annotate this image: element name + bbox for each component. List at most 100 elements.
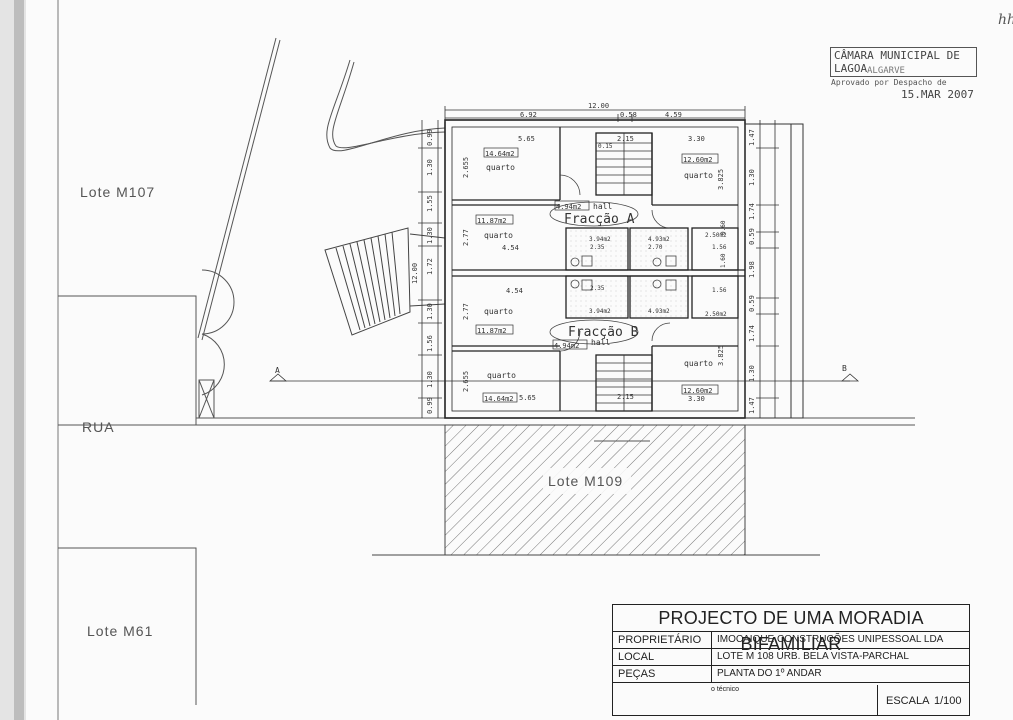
location-key: LOCAL: [618, 651, 655, 663]
fraction-a-bath3: 2.50m2: [705, 232, 727, 239]
pieces-row: PEÇAS PLANTA DO 1º ANDAR: [613, 666, 969, 683]
fraction-a-title: Fracção A: [564, 212, 635, 227]
fraction-b-bath3: 2.50m2: [705, 311, 727, 318]
fraction-a-room2-area: 12.60m2: [683, 156, 713, 164]
fraction-a-room1: quarto: [486, 163, 515, 172]
lot-m61-label: Lote M61: [87, 623, 153, 639]
stamp-line3: Aprovado por Despacho de: [831, 78, 947, 87]
fraction-a-d015: 0.15: [598, 143, 613, 150]
fraction-b-room3-area: 11.87m2: [477, 327, 507, 335]
dim-right-2: 3.825: [717, 169, 725, 190]
dim-right-6: 0.59: [748, 295, 756, 312]
dim-left-8: 1.56: [426, 335, 434, 352]
dim-right-0: 1.47: [748, 129, 756, 146]
lot-m109-label: Lote M109: [548, 473, 623, 489]
dim-left-4: 1.30: [426, 227, 434, 244]
fraction-b-bath2: 4.93m2: [648, 308, 670, 315]
fraction-b-room3: quarto: [484, 307, 513, 316]
dim-right-4: 0.59: [748, 228, 756, 245]
fraction-a-hall: hall: [593, 202, 612, 211]
fraction-b-room3-w: 4.54: [506, 287, 523, 295]
rua-label: RUA: [82, 419, 115, 435]
fraction-a-bath-w3: 1.56: [712, 244, 727, 251]
dim-left-0: 0.99: [426, 129, 434, 146]
location-value: LOTE M 108 URB. BELA VISTA-PARCHAL: [717, 651, 909, 662]
dim-right-10: 1.47: [748, 397, 756, 414]
fraction-a-room1-area: 14.64m2: [485, 150, 515, 158]
fraction-a-room2-w: 3.30: [688, 135, 705, 143]
fraction-a-labels: Fracção A 4.94m2 hall 14.64m2 quarto 5.6…: [462, 135, 727, 268]
handwritten-initial: hh: [998, 12, 1013, 28]
dim-right-9: 1.30: [748, 365, 756, 382]
scale-value: 1/100: [934, 695, 962, 707]
scale-label: ESCALA: [886, 695, 930, 707]
location-row: LOCAL LOTE M 108 URB. BELA VISTA-PARCHAL: [613, 649, 969, 666]
municipal-approval-stamp: CÂMARA MUNICIPAL DE LAGOA ALGARVE Aprova…: [827, 44, 977, 104]
section-line-ab: [268, 373, 860, 382]
fraction-b-hall-area: 4.94m2: [554, 342, 579, 350]
dim-right-7: 1.74: [748, 325, 756, 342]
pieces-key: PEÇAS: [618, 668, 656, 680]
dim-left-7: 1.30: [426, 303, 434, 320]
fraction-b-room3-d: 2.77: [462, 303, 470, 320]
dim-left-2: 2.655: [462, 157, 470, 178]
dim-left-width: 6.92: [520, 111, 537, 119]
fraction-a-bath1: 3.94m2: [589, 236, 611, 243]
fraction-a-bath2: 4.93m2: [648, 236, 670, 243]
fraction-a-room3-w: 4.54: [502, 244, 519, 252]
lot-boundaries: [58, 37, 915, 705]
fraction-a-d060: 0.60: [720, 220, 727, 235]
fraction-b-bath-w1: 2.35: [590, 285, 605, 292]
dim-left-6: 12.00: [411, 263, 419, 284]
dim-left-5: 1.72: [426, 258, 434, 275]
fraction-b-labels: Fracção B 4.94m2 hall 14.64m2 quarto 5.6…: [462, 285, 727, 403]
right-dimensions: 1.47 1.30 3.825 1.74 0.59 1.98 0.59 1.74…: [717, 129, 756, 414]
fraction-a-bath-w1: 2.35: [590, 244, 605, 251]
fraction-a-room3: quarto: [484, 231, 513, 240]
stamp-line1: CÂMARA MUNICIPAL DE LAGOA: [830, 47, 977, 77]
fraction-b-room1-w: 5.65: [519, 394, 536, 402]
title-block: PROJECTO DE UMA MORADIA BIFAMILIAR PROPR…: [612, 604, 970, 716]
pieces-value: PLANTA DO 1º ANDAR: [717, 668, 822, 679]
stamp-line2: ALGARVE: [867, 66, 905, 76]
section-mark-b: B: [842, 364, 847, 373]
dim-left-10: 2.655: [462, 371, 470, 392]
fraction-b-bath-w3: 1.56: [712, 287, 727, 294]
dim-left-11: 0.99: [426, 397, 434, 414]
fraction-a-bath-w2: 2.70: [648, 244, 663, 251]
dim-left-3: 1.55: [426, 195, 434, 212]
dim-right-8: 3.825: [717, 345, 725, 366]
dimension-lines: [421, 109, 776, 418]
fraction-b-room1-area: 14.64m2: [484, 395, 514, 403]
project-title: PROJECTO DE UMA MORADIA BIFAMILIAR: [613, 605, 969, 654]
owner-row: PROPRIETÁRIO IMOCAIQUE CONSTRUÇÕES UNIPE…: [613, 632, 969, 649]
section-mark-a: A: [275, 366, 280, 375]
dim-right-1: 1.30: [748, 169, 756, 186]
dim-left-1: 1.30: [426, 159, 434, 176]
fraction-a-room1-w: 5.65: [518, 135, 535, 143]
stamp-date: 15.MAR 2007: [901, 88, 974, 101]
fraction-b-hall: hall: [591, 338, 610, 347]
owner-value: IMOCAIQUE CONSTRUÇÕES UNIPESSOAL LDA: [717, 634, 944, 645]
fraction-b-room2: quarto: [684, 359, 713, 368]
dim-left-9: 1.30: [426, 371, 434, 388]
dim-right-3: 1.74: [748, 203, 756, 220]
fraction-a-room3-area: 11.87m2: [477, 217, 507, 225]
fraction-b-title: Fracção B: [568, 325, 639, 340]
owner-key: PROPRIETÁRIO: [618, 634, 702, 646]
fraction-b-stair-w: 2.15: [617, 393, 634, 401]
fraction-b-room2-area: 12.60m2: [683, 387, 713, 395]
dim-overall-width: 12.00: [588, 102, 609, 110]
fraction-a-stair-w: 2.15: [617, 135, 634, 143]
dim-mid-width: 0.58: [620, 111, 637, 119]
lot-m107-label: Lote M107: [80, 184, 155, 200]
fraction-a-room3-d: 2.77: [462, 229, 470, 246]
fraction-b-room1: quarto: [487, 371, 516, 380]
fraction-a-room2: quarto: [684, 171, 713, 180]
left-dimensions: 0.99 1.30 2.655 1.55 1.30 1.72 12.00 1.3…: [411, 129, 470, 414]
fraction-b-bath1: 3.94m2: [589, 308, 611, 315]
fraction-a-hall-area: 4.94m2: [556, 203, 581, 211]
dim-right-5: 1.98: [748, 261, 756, 278]
tecnico-label: o técnico: [711, 686, 740, 693]
